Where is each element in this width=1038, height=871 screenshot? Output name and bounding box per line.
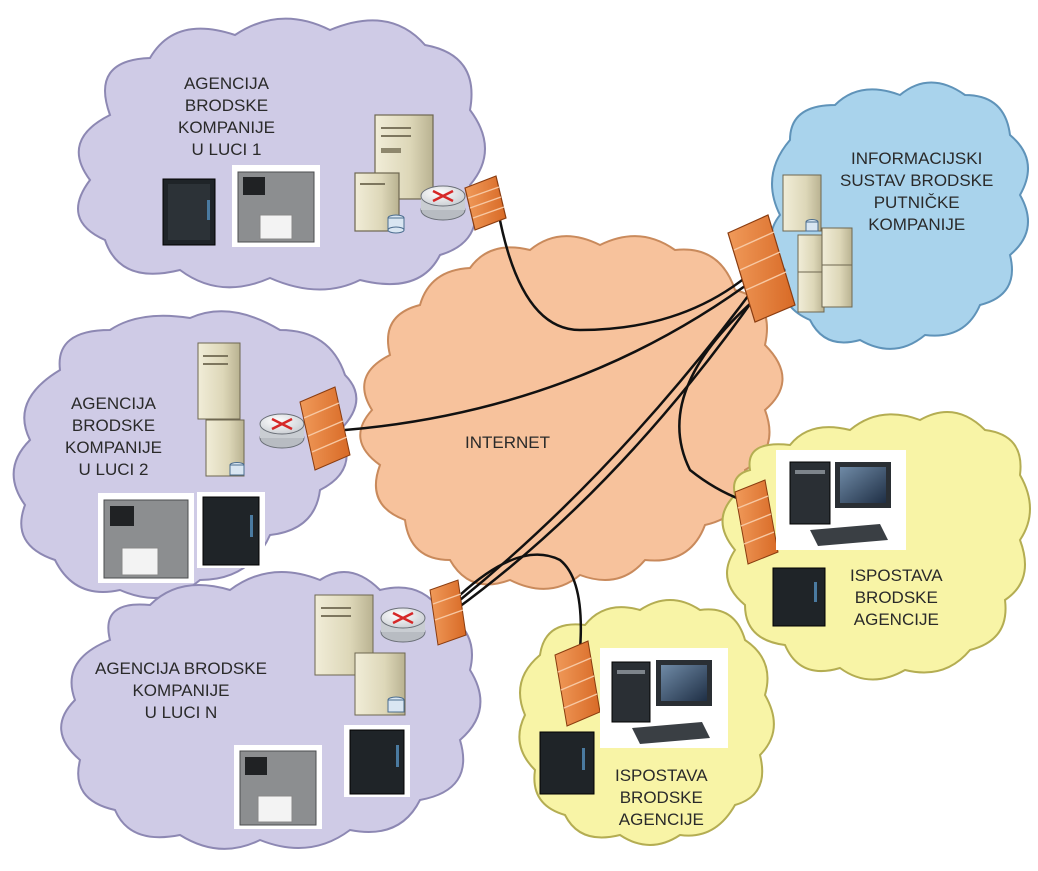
ups-icon — [539, 731, 595, 795]
firewall-icon — [727, 214, 796, 323]
firewall-icon — [734, 479, 779, 565]
cable-agency-n-b — [454, 289, 762, 612]
cable-agency-2 — [344, 273, 761, 432]
internet-cloud — [359, 235, 784, 590]
label-printer-icon — [234, 745, 322, 829]
cable-branch-bottom — [459, 553, 583, 651]
server-icon — [782, 174, 853, 313]
database-server-icon — [354, 652, 406, 716]
router-icon — [380, 607, 426, 643]
cable-agency-1 — [496, 209, 761, 332]
firewall-icon — [554, 640, 601, 727]
ups-icon — [772, 567, 826, 627]
router-icon — [420, 185, 466, 221]
firewall-icon — [299, 386, 351, 471]
server-icon — [197, 342, 241, 420]
internet-label: INTERNET — [465, 433, 550, 452]
database-server-icon — [354, 172, 405, 234]
ups-icon — [344, 725, 410, 797]
ups-icon — [197, 492, 265, 568]
firewall-icon — [429, 579, 467, 646]
firewall-icon — [464, 175, 507, 231]
ups-icon — [162, 178, 216, 246]
cable-branch-right — [678, 294, 761, 502]
desktop-computer-icon — [776, 450, 906, 550]
label-printer-icon — [98, 493, 194, 583]
database-server-icon — [205, 419, 245, 477]
label-printer-icon — [232, 165, 320, 247]
router-icon — [259, 413, 305, 449]
desktop-computer-icon — [600, 648, 728, 748]
